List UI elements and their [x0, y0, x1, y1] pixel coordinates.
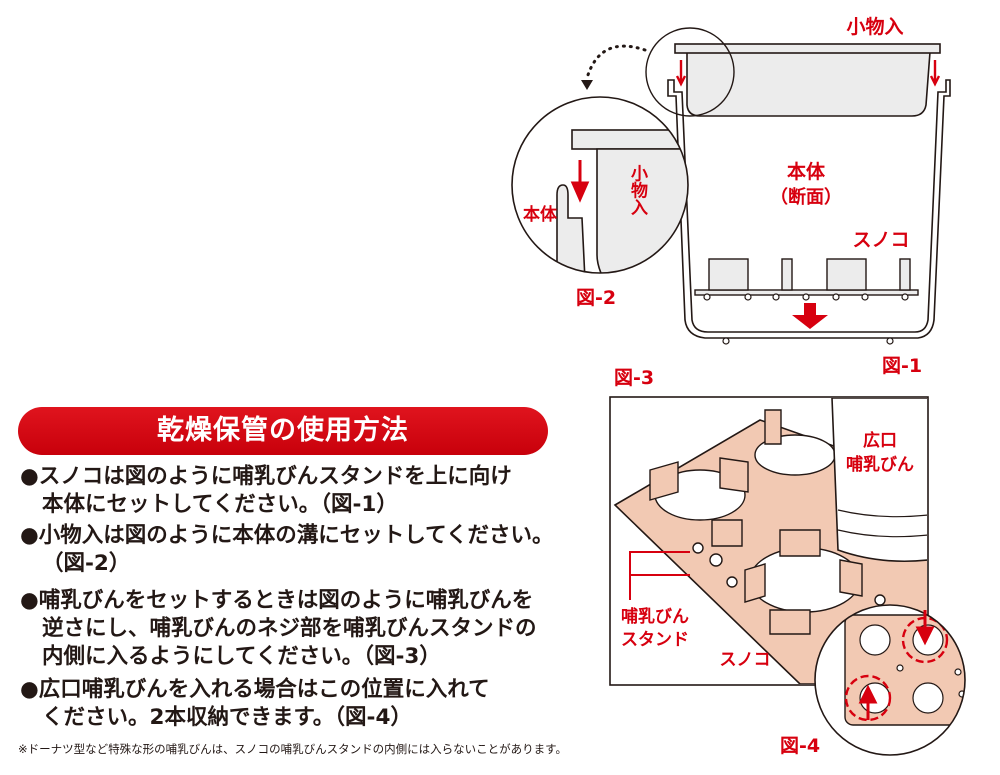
section-heading: 乾燥保管の使用方法 — [18, 407, 548, 455]
container-body-outline — [667, 79, 951, 339]
label-bottle-stand-2: スタンド — [621, 630, 689, 650]
instruction-line: ●広口哺乳びんを入れる場合はこの位置に入れて — [20, 677, 490, 702]
figure-3-caption: 図-3 — [614, 367, 654, 389]
label-bottle-stand-1: 哺乳びん — [621, 606, 689, 627]
zoom-highlight-circle — [645, 27, 735, 117]
down-arrow-icon — [915, 610, 935, 646]
instruction-line: ●小物入は図のように本体の溝にセットしてください。 — [20, 523, 554, 548]
figure-2-detail: 本体 小物入 図-2 — [511, 96, 689, 309]
label-tray: 小物入 — [627, 164, 648, 215]
wide-mouth-bottle — [831, 398, 927, 563]
stand-post — [781, 258, 793, 291]
label-sunoko: スノコ — [720, 650, 771, 670]
instruction-line: （図-2） — [42, 551, 131, 576]
bottle-stand-ribs — [649, 409, 863, 635]
arrowhead-icon — [581, 80, 593, 90]
instruction-item: ●広口哺乳びんを入れる場合はこの位置に入れて ください。2本収納できます。（図-… — [20, 676, 490, 732]
stand-block — [708, 258, 749, 291]
stand-post — [899, 258, 911, 291]
up-arrow-icon — [858, 684, 878, 720]
tray-rim — [674, 43, 941, 54]
instruction-line: ●哺乳びんをセットするときは図のように哺乳びんを — [20, 588, 534, 613]
label-tray-vertical: 小物入 — [627, 164, 648, 215]
instruction-line: 本体にセットしてください。（図-1） — [42, 492, 398, 517]
sunoko-feet — [703, 293, 909, 345]
instruction-item: ●哺乳びんをセットするときは図のように哺乳びんを 逆さにし、哺乳びんのネジ部を哺… — [20, 587, 537, 671]
figure-1-caption: 図-1 — [882, 355, 922, 377]
figure-4-caption: 図-4 — [780, 735, 820, 757]
tray-basket — [686, 51, 931, 117]
instruction-item: ●スノコは図のように哺乳びんスタンドを上に向け 本体にセットしてください。（図-… — [20, 463, 512, 519]
instruction-item: ●小物入は図のように本体の溝にセットしてください。 （図-2） — [20, 522, 553, 578]
dotted-curve-arrow — [585, 44, 647, 80]
label-body: 本体 — [523, 204, 558, 225]
label-wide-mouth: 広口 — [863, 430, 897, 451]
footnote: ※ドーナツ型など特殊な形の哺乳びんは、スノコの哺乳びんスタンドの内側には入らない… — [18, 742, 567, 756]
label-bottle: 哺乳びん — [846, 454, 914, 475]
instruction-line: ●スノコは図のように哺乳びんスタンドを上に向け — [20, 464, 512, 489]
figure-4-top-view: 図-4 — [780, 604, 966, 757]
down-arrow-left-icon — [675, 60, 687, 87]
label-body: 本体 — [787, 160, 826, 183]
down-arrow-bold-icon — [792, 303, 828, 329]
figure-1-container-cross-section: 小物入 本体 （断面） スノコ 図-1 — [581, 15, 951, 377]
instruction-line: ください。2本収納できます。（図-4） — [42, 705, 412, 730]
callout-line — [629, 551, 690, 600]
down-arrow-icon — [570, 160, 590, 203]
instruction-line: 逆さにし、哺乳びんのネジ部を哺乳びんスタンドの — [42, 616, 537, 641]
figure-2-caption: 図-2 — [576, 287, 616, 309]
down-arrow-right-icon — [929, 60, 941, 87]
stand-block — [826, 258, 867, 291]
instruction-line: 内側に入るようにしてください。（図-3） — [42, 644, 441, 669]
label-cross-section: （断面） — [770, 186, 842, 208]
label-sunoko: スノコ — [852, 229, 909, 251]
label-tray: 小物入 — [846, 15, 903, 38]
